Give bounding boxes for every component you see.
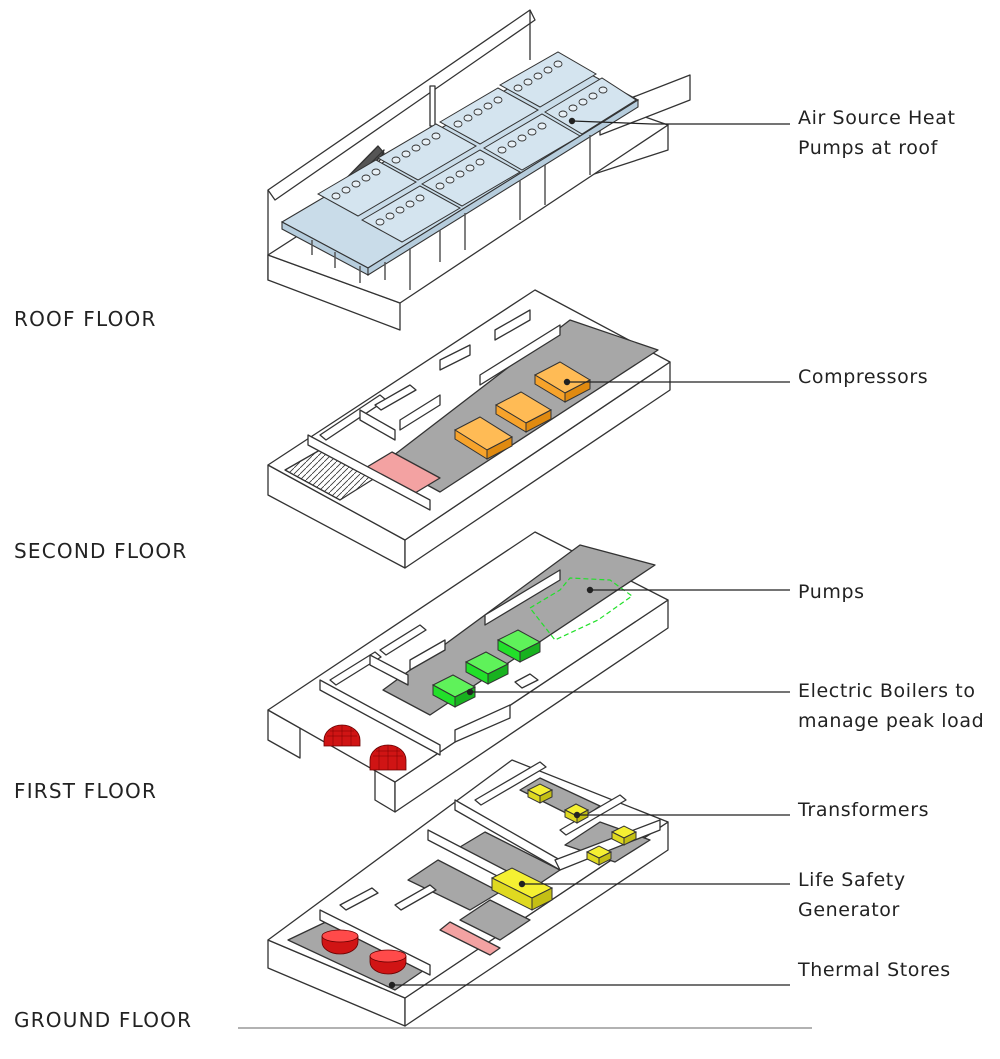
callout-pumps: Pumps xyxy=(798,577,865,607)
thermal-store-domes-ground xyxy=(321,929,407,975)
callout-line: Pumps at roof xyxy=(798,137,938,159)
compressors xyxy=(453,361,592,460)
callout-compressors: Compressors xyxy=(798,362,928,392)
floor-label-first: FIRST FLOOR xyxy=(14,779,158,803)
pumps-dashed-zone xyxy=(529,577,633,641)
callout-line: Transformers xyxy=(798,799,930,821)
callout-electric-boilers: Electric Boilers to manage peak load xyxy=(798,676,984,736)
thermal-store-domes-first xyxy=(323,724,407,771)
callout-life-safety-generator: Life Safety Generator xyxy=(798,865,906,925)
callout-line: Life Safety xyxy=(798,869,906,891)
floor-label-ground: GROUND FLOOR xyxy=(14,1008,193,1032)
floor-label-second: SECOND FLOOR xyxy=(14,539,188,563)
callout-line: Thermal Stores xyxy=(798,959,951,981)
callout-transformers: Transformers xyxy=(798,795,929,825)
callout-line: Generator xyxy=(798,899,900,921)
transformers xyxy=(526,783,638,866)
callout-line: Pumps xyxy=(798,581,865,603)
callout-line: manage peak load xyxy=(798,710,985,732)
leader-ashp xyxy=(571,120,790,125)
pumps-boilers xyxy=(431,629,542,708)
callout-air-source-heat-pumps: Air Source Heat Pumps at roof xyxy=(798,103,956,163)
second-floor-plate xyxy=(267,289,671,569)
callout-line: Electric Boilers to xyxy=(798,680,976,702)
leader-lines xyxy=(388,117,790,989)
callout-thermal-stores: Thermal Stores xyxy=(798,955,951,985)
ground-floor-plate xyxy=(267,759,669,1027)
callout-line: Compressors xyxy=(798,366,929,388)
roof-heat-pump-units xyxy=(316,51,637,243)
floor-label-roof: ROOF FLOOR xyxy=(14,307,157,331)
callout-line: Air Source Heat xyxy=(798,107,956,129)
